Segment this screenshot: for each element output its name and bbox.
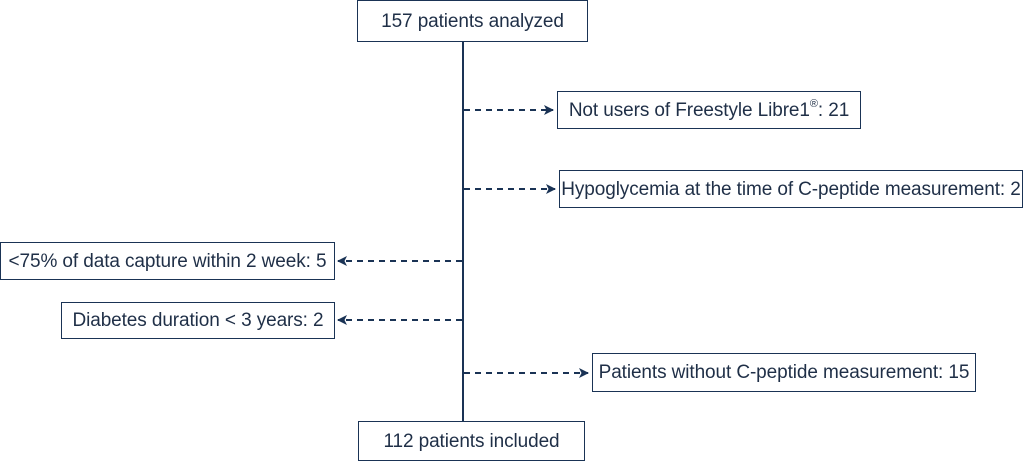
exclusion-box-5: Patients without C-peptide measurement: … <box>592 353 976 392</box>
exclusion-box-4: Diabetes duration < 3 years: 2 <box>61 302 335 339</box>
exclusion-box-1-count: : 21 <box>817 99 850 121</box>
end-box: 112 patients included <box>358 421 585 461</box>
start-box: 157 patients analyzed <box>357 0 588 42</box>
exclusion-box-1: Not users of Freestyle Libre1®: 21 <box>557 91 861 129</box>
registered-mark: ® <box>809 97 818 110</box>
exclusion-box-1-text: Not users of Freestyle Libre1 <box>568 99 810 121</box>
exclusion-box-2-text: Hypoglycemia at the time of C-peptide me… <box>561 178 1021 200</box>
exclusion-box-5-text: Patients without C-peptide measurement: … <box>598 362 970 383</box>
exclusion-box-2: Hypoglycemia at the time of C-peptide me… <box>559 170 1023 208</box>
exclusion-box-4-text: Diabetes duration < 3 years: 2 <box>72 310 324 331</box>
exclusion-box-3-text: <75% of data capture within 2 week: 5 <box>8 250 327 272</box>
start-box-label: 157 patients analyzed <box>381 10 564 32</box>
exclusion-box-3: <75% of data capture within 2 week: 5 <box>0 242 335 280</box>
end-box-label: 112 patients included <box>383 430 560 452</box>
